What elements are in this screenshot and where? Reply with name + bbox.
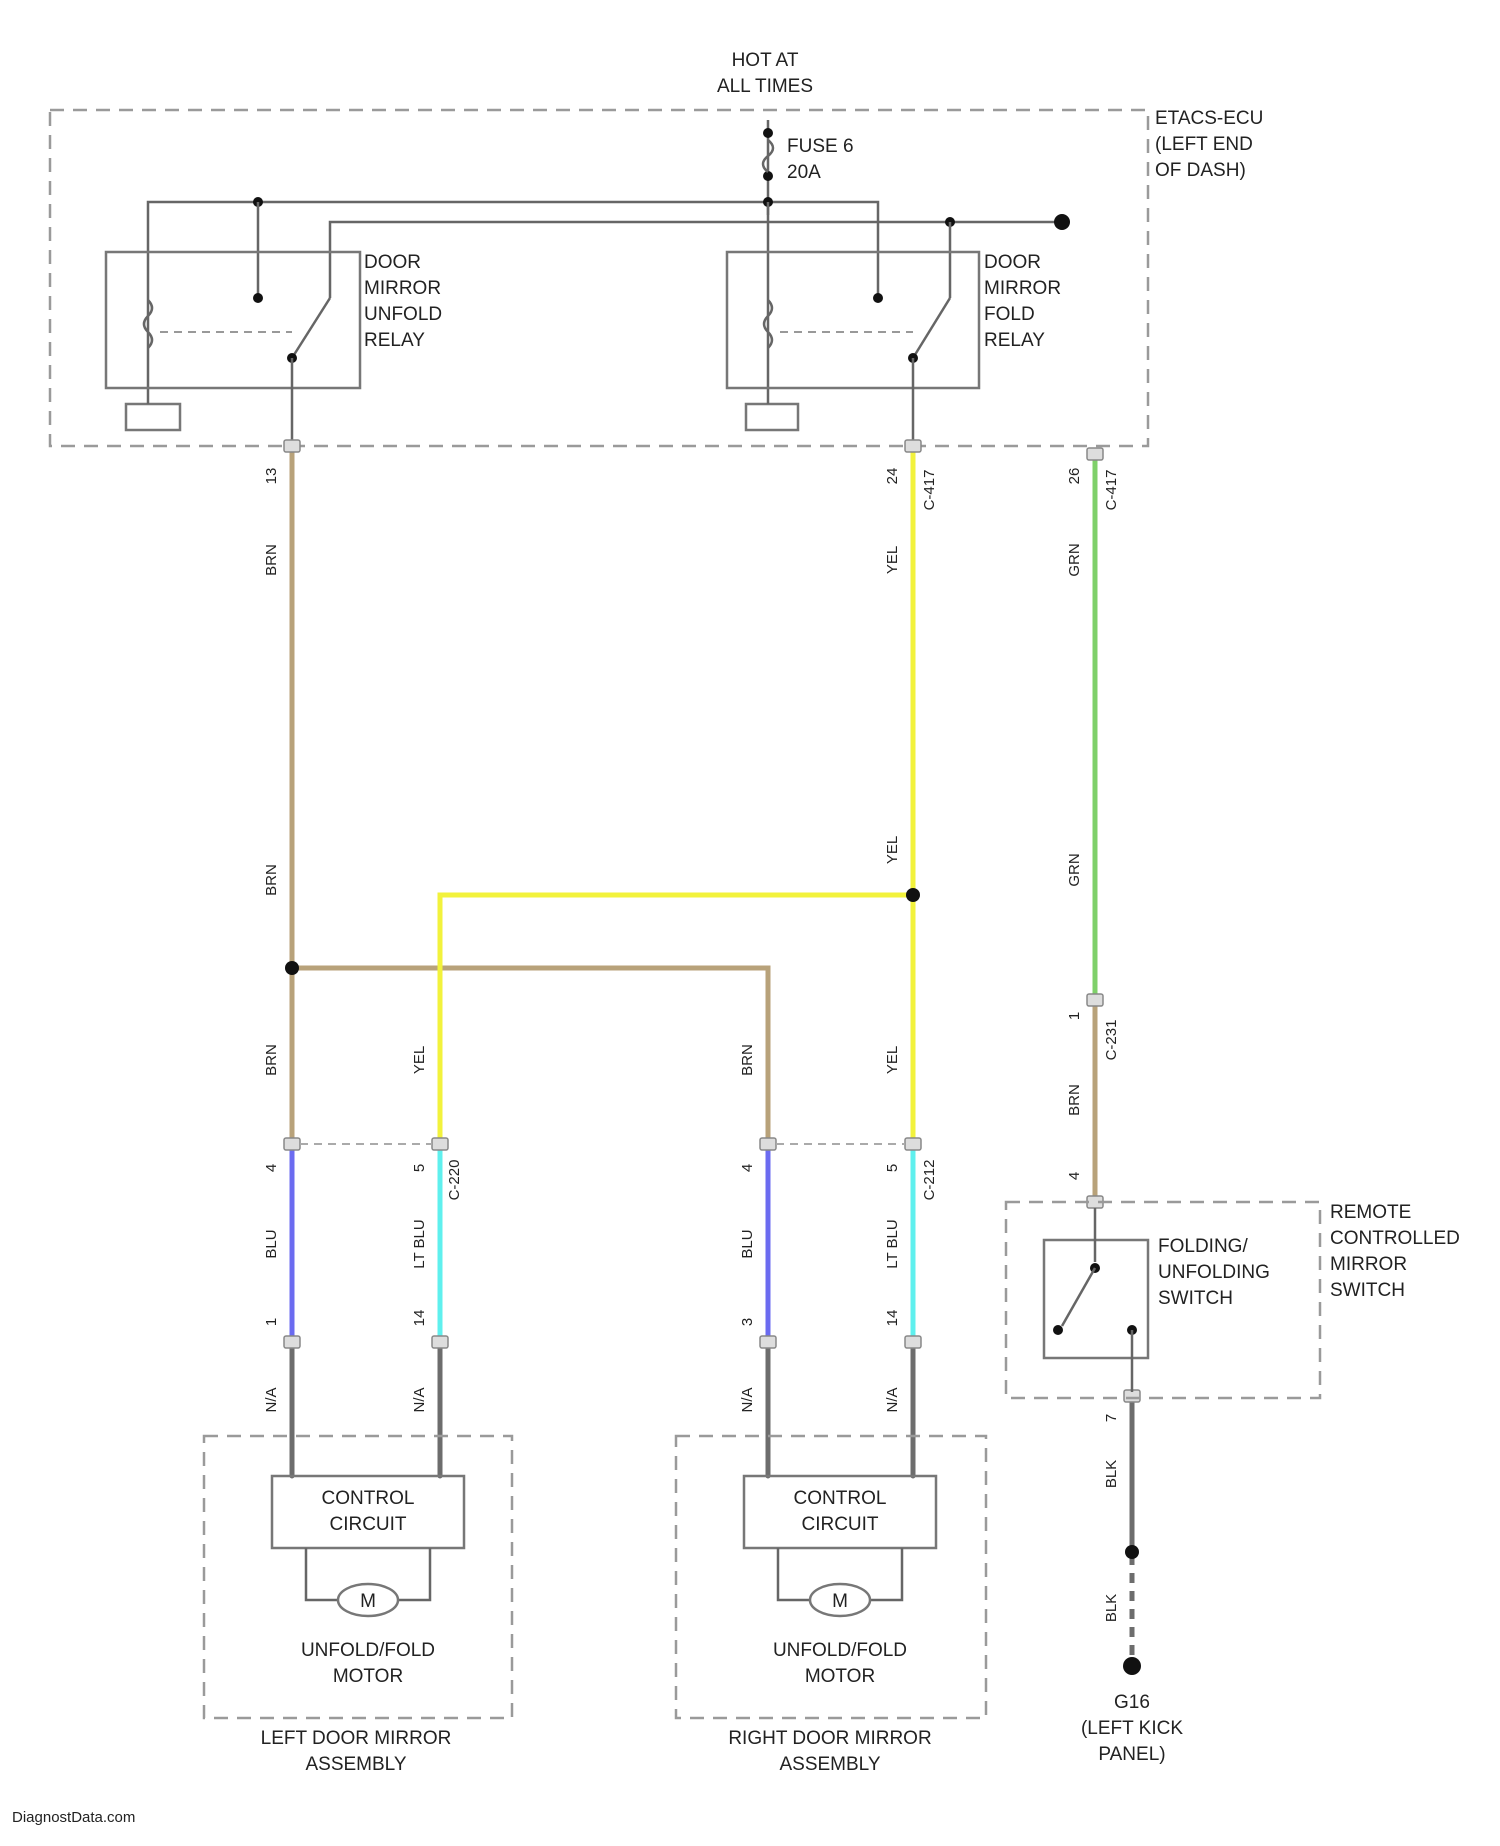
wire-label-blk-1: BLK bbox=[1103, 1460, 1120, 1488]
wire-label-brn-low-right: BRN bbox=[739, 1044, 756, 1076]
pin-5-c212: 5 bbox=[884, 1164, 901, 1172]
right-motor-symbol: M bbox=[832, 1591, 848, 1612]
pin-5-c220: 5 bbox=[411, 1164, 428, 1172]
unfold-relay-label-line1: DOOR bbox=[364, 252, 421, 273]
wire-label-brn-low-left: BRN bbox=[263, 1044, 280, 1076]
left-control-circuit-line2: CIRCUIT bbox=[329, 1514, 406, 1535]
unfold-relay-label-line2: MIRROR bbox=[364, 278, 441, 299]
left-control-circuit-line1: CONTROL bbox=[322, 1488, 415, 1509]
pin-14-right: 14 bbox=[884, 1310, 901, 1327]
folding-switch-label-line2: UNFOLDING bbox=[1158, 1262, 1270, 1283]
pin-4-c212: 4 bbox=[739, 1164, 756, 1172]
left-motor-label-line1: UNFOLD/FOLD bbox=[301, 1640, 435, 1661]
unfold-relay-label-line4: RELAY bbox=[364, 330, 425, 351]
wire-label-brn-switch: BRN bbox=[1066, 1084, 1083, 1116]
left-assembly-title-line2: ASSEMBLY bbox=[305, 1754, 406, 1775]
right-motor-label-line1: UNFOLD/FOLD bbox=[773, 1640, 907, 1661]
pin-14-left: 14 bbox=[411, 1310, 428, 1327]
wire-label-ltblu-left: LT BLU bbox=[411, 1219, 428, 1268]
pin-1-c231: 1 bbox=[1066, 1012, 1083, 1020]
fold-relay-label-line2: MIRROR bbox=[984, 278, 1061, 299]
splice-brn bbox=[285, 961, 299, 975]
left-assembly-title-line1: LEFT DOOR MIRROR bbox=[261, 1728, 452, 1749]
wire-label-yel-low-left: YEL bbox=[411, 1046, 428, 1074]
wire-label-brn-mid: BRN bbox=[263, 864, 280, 896]
left-motor-label-line2: MOTOR bbox=[333, 1666, 403, 1687]
pin-labels: 13 24 C-417 26 C-417 1 C-231 4 4 5 C-220… bbox=[263, 468, 1120, 1423]
unfold-relay bbox=[106, 252, 360, 446]
right-control-circuit-line1: CONTROL bbox=[794, 1488, 887, 1509]
etacs-label-line1: ETACS-ECU bbox=[1155, 108, 1263, 129]
right-assembly-title-line1: RIGHT DOOR MIRROR bbox=[728, 1728, 931, 1749]
wire-label-brn-top: BRN bbox=[263, 544, 280, 576]
right-motor-label-line2: MOTOR bbox=[805, 1666, 875, 1687]
wire-brn-branch bbox=[292, 968, 768, 1142]
folding-switch-label-line3: SWITCH bbox=[1158, 1288, 1233, 1309]
wire-label-yel-low-right: YEL bbox=[884, 1046, 901, 1074]
right-control-circuit-line2: CIRCUIT bbox=[801, 1514, 878, 1535]
etacs-label-line3: OF DASH) bbox=[1155, 160, 1246, 181]
connector-c212: C-212 bbox=[921, 1160, 938, 1201]
wire-label-yel-top: YEL bbox=[884, 546, 901, 574]
connector-c220: C-220 bbox=[446, 1160, 463, 1201]
fold-relay-label-line1: DOOR bbox=[984, 252, 1041, 273]
ground-label-line2: (LEFT KICK bbox=[1081, 1718, 1183, 1739]
ground-label-line1: G16 bbox=[1114, 1692, 1150, 1713]
wire-label-grn-mid: GRN bbox=[1066, 853, 1083, 886]
pin-4-c220: 4 bbox=[263, 1164, 280, 1172]
splice-yel bbox=[906, 888, 920, 902]
power-label-line1: HOT AT bbox=[732, 50, 799, 71]
etacs-label-line2: (LEFT END bbox=[1155, 134, 1253, 155]
ground-g16 bbox=[1123, 1657, 1141, 1675]
pin-7-switch: 7 bbox=[1103, 1414, 1120, 1422]
pin-4-switch: 4 bbox=[1066, 1172, 1083, 1180]
watermark: DiagnostData.com bbox=[12, 1809, 135, 1826]
pin-1-left: 1 bbox=[263, 1318, 280, 1326]
fuse-label-line2: 20A bbox=[787, 162, 821, 183]
left-motor-symbol: M bbox=[360, 1591, 376, 1612]
remote-switch-label-line2: CONTROLLED bbox=[1330, 1228, 1460, 1249]
wire-label-blu-right: BLU bbox=[739, 1229, 756, 1258]
splice-ground bbox=[1125, 1545, 1139, 1559]
wire-label-na-1: N/A bbox=[263, 1387, 280, 1412]
wire-label-na-3: N/A bbox=[739, 1387, 756, 1412]
labels: HOT AT ALL TIMES FUSE 6 20A ETACS-ECU (L… bbox=[12, 50, 1460, 1826]
wire-label-na-2: N/A bbox=[411, 1387, 428, 1412]
wire-label-blk-2: BLK bbox=[1103, 1594, 1120, 1622]
pin-24: 24 bbox=[884, 468, 901, 485]
connector-c231: C-231 bbox=[1103, 1020, 1120, 1061]
connector-c417-a: C-417 bbox=[921, 470, 938, 511]
remote-switch-label-line3: MIRROR bbox=[1330, 1254, 1407, 1275]
right-assembly-title-line2: ASSEMBLY bbox=[779, 1754, 880, 1775]
wire-label-ltblu-right: LT BLU bbox=[884, 1219, 901, 1268]
fuse-label-line1: FUSE 6 bbox=[787, 136, 854, 157]
wire-color-labels: BRN BRN BRN BRN BRN YEL YEL YEL YEL GRN … bbox=[263, 543, 1120, 1622]
pin-3-right: 3 bbox=[739, 1318, 756, 1326]
fold-relay-label-line3: FOLD bbox=[984, 304, 1035, 325]
wire-label-na-4: N/A bbox=[884, 1387, 901, 1412]
fold-relay bbox=[727, 252, 979, 446]
connector-c417-b: C-417 bbox=[1103, 470, 1120, 511]
remote-switch-label-line1: REMOTE bbox=[1330, 1202, 1411, 1223]
power-label-line2: ALL TIMES bbox=[717, 76, 813, 97]
pin-13: 13 bbox=[263, 468, 280, 485]
remote-switch-label-line4: SWITCH bbox=[1330, 1280, 1405, 1301]
wire-label-grn-top: GRN bbox=[1066, 543, 1083, 576]
wire-label-blu-left: BLU bbox=[263, 1229, 280, 1258]
unfold-relay-label-line3: UNFOLD bbox=[364, 304, 442, 325]
folding-switch-label-line1: FOLDING/ bbox=[1158, 1236, 1248, 1257]
etacs-internal-wiring bbox=[148, 197, 1070, 390]
wire-yel-branch bbox=[440, 895, 913, 1142]
wire-label-yel-mid: YEL bbox=[884, 836, 901, 864]
pin-26: 26 bbox=[1066, 468, 1083, 485]
fold-relay-label-line4: RELAY bbox=[984, 330, 1045, 351]
ground-label-line3: PANEL) bbox=[1098, 1744, 1165, 1765]
